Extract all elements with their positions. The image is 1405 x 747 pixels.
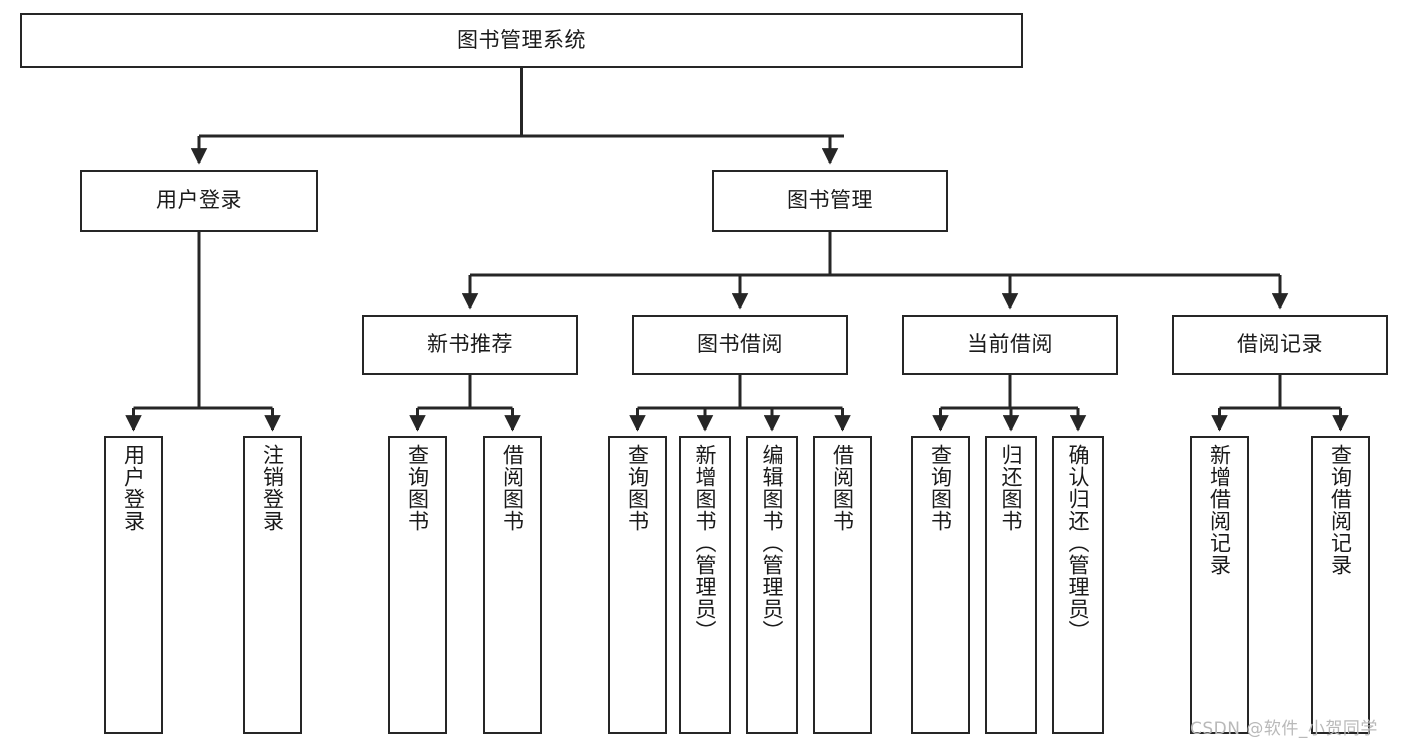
- leaf-node-label: 借阅图书: [830, 444, 855, 532]
- leaf-node[interactable]: 查询借阅记录: [1311, 436, 1370, 734]
- node-user-login[interactable]: 用户登录: [80, 170, 318, 232]
- leaf-node-label: 新增图书（管理员）: [693, 444, 718, 642]
- node-root-label: 图书管理系统: [457, 27, 586, 52]
- leaf-node[interactable]: 编辑图书（管理员）: [746, 436, 798, 734]
- node-user-login-label: 用户登录: [156, 188, 242, 213]
- leaf-node-label: 查询图书: [928, 444, 953, 532]
- node-book-borrow-label: 图书借阅: [697, 332, 783, 357]
- leaf-node-label: 归还图书: [999, 444, 1024, 532]
- node-book-management-label: 图书管理: [787, 188, 873, 213]
- leaf-node[interactable]: 借阅图书: [813, 436, 872, 734]
- leaf-node[interactable]: 查询图书: [608, 436, 667, 734]
- leaf-node[interactable]: 确认归还（管理员）: [1052, 436, 1104, 734]
- leaf-node[interactable]: 注销登录: [243, 436, 302, 734]
- node-current-borrow-label: 当前借阅: [967, 332, 1053, 357]
- leaf-node-label: 编辑图书（管理员）: [760, 444, 785, 642]
- leaf-node-label: 用户登录: [121, 444, 146, 532]
- node-book-management[interactable]: 图书管理: [712, 170, 948, 232]
- leaf-node-label: 查询图书: [625, 444, 650, 532]
- leaf-node[interactable]: 查询图书: [911, 436, 970, 734]
- leaf-node-label: 查询图书: [405, 444, 430, 532]
- node-borrow-record[interactable]: 借阅记录: [1172, 315, 1388, 375]
- leaf-node-label: 新增借阅记录: [1207, 444, 1232, 576]
- node-root[interactable]: 图书管理系统: [20, 13, 1023, 68]
- leaf-node-label: 注销登录: [260, 444, 285, 532]
- leaf-node-label: 查询借阅记录: [1328, 444, 1353, 576]
- node-new-book-recommend-label: 新书推荐: [427, 332, 513, 357]
- leaf-node[interactable]: 用户登录: [104, 436, 163, 734]
- node-current-borrow[interactable]: 当前借阅: [902, 315, 1118, 375]
- leaf-node[interactable]: 借阅图书: [483, 436, 542, 734]
- node-new-book-recommend[interactable]: 新书推荐: [362, 315, 578, 375]
- leaf-node-label: 确认归还（管理员）: [1066, 444, 1091, 642]
- leaf-node[interactable]: 归还图书: [985, 436, 1037, 734]
- leaf-node-label: 借阅图书: [500, 444, 525, 532]
- node-book-borrow[interactable]: 图书借阅: [632, 315, 848, 375]
- node-borrow-record-label: 借阅记录: [1237, 332, 1323, 357]
- leaf-node[interactable]: 查询图书: [388, 436, 447, 734]
- leaf-node[interactable]: 新增借阅记录: [1190, 436, 1249, 734]
- leaf-node[interactable]: 新增图书（管理员）: [679, 436, 731, 734]
